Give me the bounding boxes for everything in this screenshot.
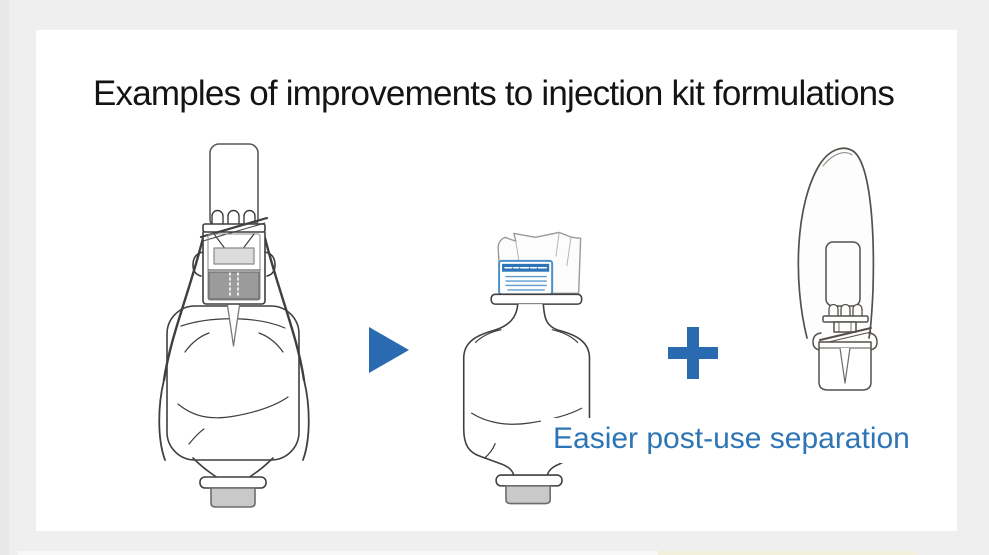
benefit-caption: Easier post-use separation — [541, 418, 920, 463]
spike — [839, 347, 851, 384]
stopper-dark — [208, 271, 260, 300]
left-edge-strip — [0, 0, 9, 555]
spike — [226, 301, 241, 347]
before-kit-illustration — [158, 143, 310, 508]
port-flange — [495, 474, 563, 487]
after-bag-illustration — [462, 231, 591, 505]
wrapper-film — [797, 147, 875, 339]
arrow-right-icon — [369, 327, 409, 373]
after-vial-illustration — [797, 147, 878, 391]
stopper-light — [213, 247, 255, 265]
bottom-cutoff-content — [18, 551, 658, 555]
caution-label-textlines — [505, 275, 547, 291]
page-title: Examples of improvements to injection ki… — [93, 74, 895, 113]
plus-vertical-bar — [687, 327, 699, 379]
port-cap — [210, 487, 256, 508]
plus-icon — [668, 327, 718, 379]
overwrap-edge-left — [162, 236, 205, 382]
overwrap-edge-right — [263, 236, 306, 382]
tamper-band — [819, 327, 872, 341]
content-card: Examples of improvements to injection ki… — [36, 30, 957, 531]
bottom-cutoff-content-yellow — [658, 551, 916, 555]
port-flange — [199, 476, 267, 489]
connector-cap — [833, 321, 857, 333]
port-cap — [505, 485, 551, 505]
arrow-right-shape — [369, 327, 409, 373]
top-port-plate — [490, 293, 583, 305]
